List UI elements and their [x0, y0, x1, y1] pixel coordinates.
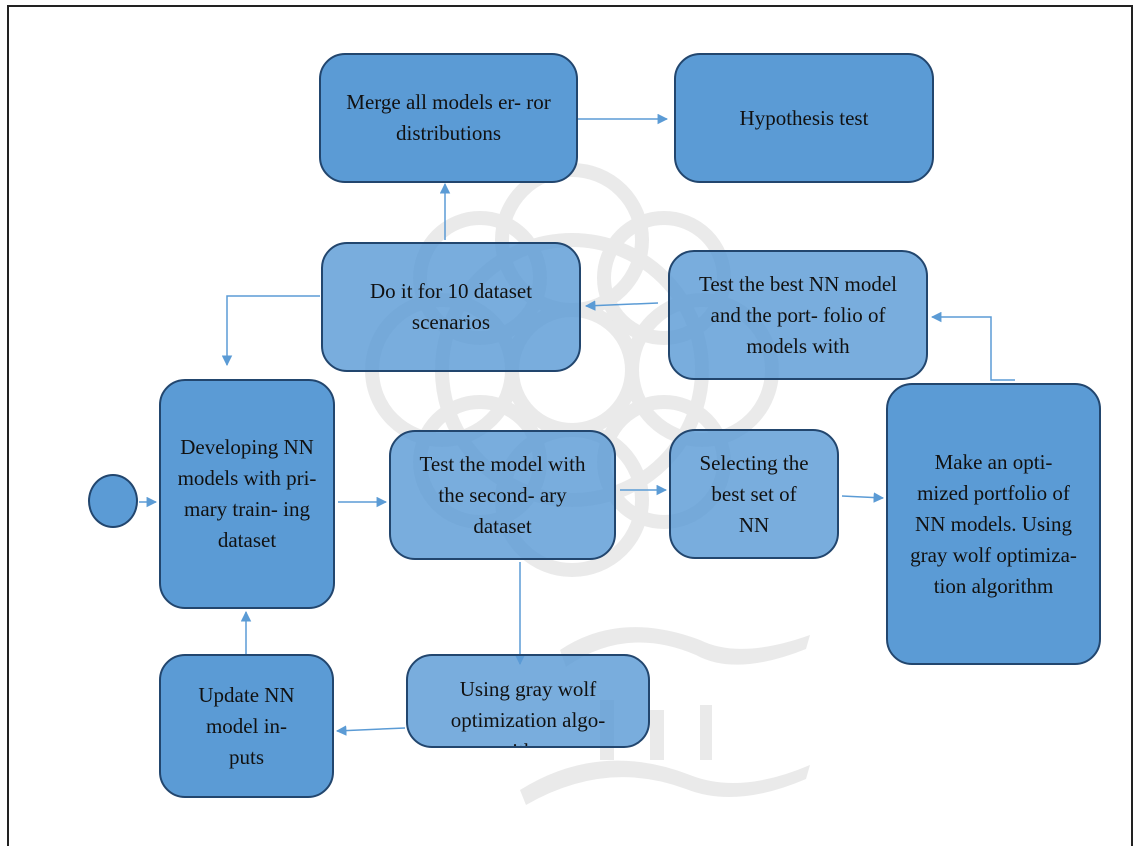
merge-distributions-box: Merge all models er- ror distributions — [319, 53, 578, 183]
arrow-selecting-to-portfolio — [841, 492, 885, 503]
arrow-test-best-to-do-it — [584, 300, 659, 311]
do-it-for-scenarios-label: Do it for 10 dataset scenarios — [369, 279, 533, 334]
figure-frame — [7, 5, 1133, 846]
selecting-best-set-box: Selecting the best set of NN — [669, 429, 839, 559]
hypothesis-test-label: Hypothesis test — [739, 105, 869, 130]
test-model-secondary-label: Test the model with the second- ary data… — [419, 451, 586, 538]
start-circle — [88, 474, 138, 528]
developing-nn-models-box: Developing NN models with pri- mary trai… — [159, 379, 335, 609]
update-nn-inputs-label: Update NN model in- puts — [198, 682, 295, 769]
test-model-secondary-box: Test the model with the second- ary data… — [389, 430, 616, 560]
arrow-gwo-to-update — [335, 725, 406, 736]
using-gray-wolf-box: Using gray wolf optimization algo- rithm — [406, 654, 650, 748]
test-best-model-box: Test the best NN model and the port- fol… — [668, 250, 928, 380]
arrow-do-it-to-developing — [221, 295, 320, 367]
selecting-best-set-label: Selecting the best set of NN — [699, 450, 809, 537]
do-it-for-scenarios-box: Do it for 10 dataset scenarios — [321, 242, 581, 372]
merge-distributions-label: Merge all models er- ror distributions — [346, 90, 551, 145]
update-nn-inputs-box: Update NN model in- puts — [159, 654, 334, 798]
test-best-model-label: Test the best NN model and the port- fol… — [699, 271, 897, 358]
using-gray-wolf-label: Using gray wolf optimization algo- rithm — [450, 677, 606, 746]
hypothesis-test-box: Hypothesis test — [674, 53, 934, 183]
developing-nn-models-label: Developing NN models with pri- mary trai… — [177, 435, 317, 552]
optimized-portfolio-label: Make an opti- mized portfolio of NN mode… — [910, 449, 1077, 598]
optimized-portfolio-box: Make an opti- mized portfolio of NN mode… — [886, 383, 1101, 665]
arrow-portfolio-to-test-best — [930, 311, 1015, 381]
